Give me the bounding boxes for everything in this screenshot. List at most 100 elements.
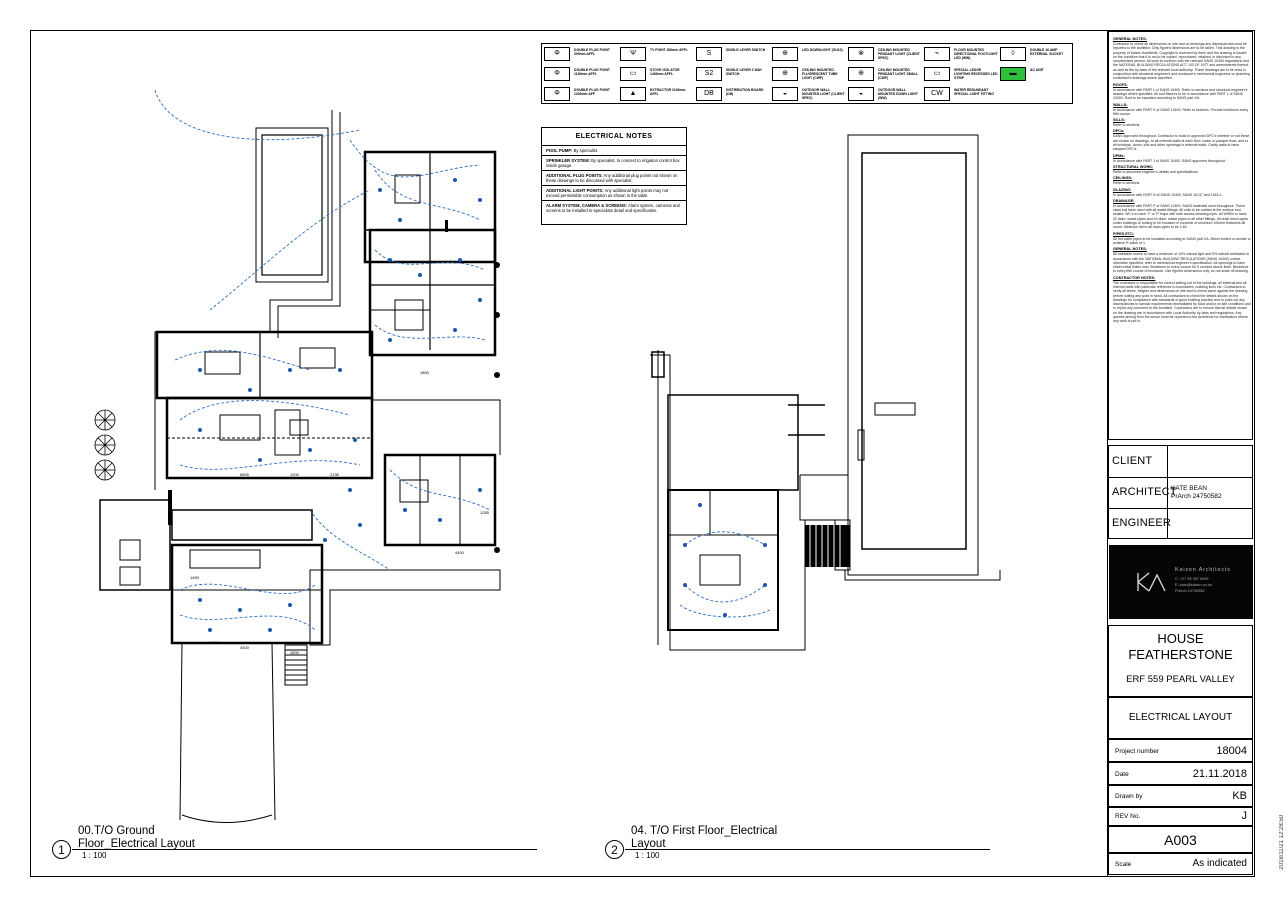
ground-floor-plan [94, 89, 501, 823]
general-notes: GENERAL NOTES:Contractor to check all di… [1113, 35, 1251, 440]
legend-label: CEILING MOUNTED FLUORESCENT TUBE LIGHT (… [802, 68, 838, 80]
rev-row: REV No. J [1108, 807, 1253, 826]
legend-item: ▲ EXTRACTOR 2100mm AFFL [618, 84, 694, 104]
legend-item: ⌁FLOOR MOUNTED DIRECTIONAL FOOTLIGHT LED… [922, 44, 998, 64]
legend-symbol-icon: S2 [696, 67, 722, 81]
dimension-label: 2135 [330, 472, 339, 477]
electrical-note: ADDITIONAL PLUG POINTS: Any additional p… [542, 171, 686, 186]
date-row: Date 21.11.2018 [1108, 762, 1253, 785]
legend-item: ⊕ LED DOWNLIGHT (GU10) [770, 44, 846, 64]
general-note-heading: DPMs: [1113, 153, 1125, 158]
firm-contact-phone: C: +27 83 357 8499 [1175, 577, 1209, 581]
legend-item: ⊗CEILING MOUNTED PENDANT LIGHT (CLIENT S… [846, 44, 922, 64]
client-label: CLIENT [1112, 455, 1153, 467]
legend-label: DOUBLE 16 AMP EXTERNAL SOCKET [1030, 48, 1064, 56]
electrical-note: ADDITIONAL LIGHT POINTS: Any additional … [542, 186, 686, 201]
project-subtitle: ERF 559 PEARL VALLEY [1126, 674, 1235, 685]
electrical-notes-title: ELECTRICAL NOTES [542, 128, 686, 146]
project-title: HOUSE FEATHERSTONE [1109, 631, 1252, 663]
legend-label: WATER REDUNDANT SPECIAL LIGHT FITTING [954, 88, 994, 96]
legend-item: ▭SPECIAL LEDGE LIGHTING RECESSED LED STR… [922, 64, 998, 84]
drawn-by-value: KB [1232, 790, 1247, 802]
drawing-title: ELECTRICAL LAYOUT [1128, 712, 1233, 723]
view-title-2: 04. T/O First Floor_Electrical Layout [631, 825, 777, 851]
electrical-note-head: POOL PUMP: [546, 148, 573, 153]
legend-symbol-icon: ◒ [772, 87, 798, 101]
consultants-box: CLIENT ARCHITECT KATE BEAN PrArch 247505… [1108, 445, 1253, 539]
legend-item: DB DISTRIBUTION BOARD (DB) [694, 84, 770, 104]
engineer-label: ENGINEER [1112, 517, 1172, 529]
firm-contact-reg: PrArch 24750582 [1175, 589, 1205, 593]
dimension-label: 4400 [240, 645, 249, 650]
project-title-line1: HOUSE [1157, 631, 1204, 646]
drawn-by-label: Drawn by [1115, 793, 1143, 800]
legend-label: EXTRACTOR 2100mm AFFL [650, 88, 686, 96]
firm-logo-icon [1137, 572, 1166, 592]
rev-label: REV No. [1115, 813, 1141, 820]
legend-symbol-icon: ▲ [620, 87, 646, 101]
legend-item: Φ DOUBLE PLUG POINT 1200mm AFF [542, 84, 618, 104]
electrical-note-text: Any additional plug points not shown on … [546, 173, 678, 183]
dimension-label: 1450 [190, 575, 199, 580]
firm-logo-panel: Kaizen Architects C: +27 83 357 8499 E: … [1109, 545, 1253, 619]
scale-label: Scale [1115, 861, 1132, 868]
electrical-note-text: By specialist, to connect to irrigation … [546, 158, 680, 168]
legend-symbol-icon: ▬ [1000, 67, 1026, 81]
legend-symbol-icon: ▭ [924, 67, 950, 81]
drawing-title-box: ELECTRICAL LAYOUT [1108, 697, 1253, 739]
dimension-label: 1800 [420, 370, 429, 375]
general-note-text: Refer to sections. [1113, 181, 1141, 186]
general-note-heading: ROOFS: [1113, 82, 1128, 87]
general-note-text: In accordance with PART N of SANS 10400,… [1113, 192, 1223, 197]
architect-reg: PrArch 24750582 [1171, 493, 1222, 500]
drawing-sheet-border [30, 30, 1255, 877]
electrical-note: ALARM SYSTEM, CAMERA & SCREENS: Alarm sy… [542, 201, 686, 215]
general-note-text: The contractor is responsible for correc… [1113, 280, 1251, 324]
legend-item: ◊ DOUBLE 16 AMP EXTERNAL SOCKET [998, 44, 1074, 64]
view-number-2: 2 [605, 840, 624, 859]
project-number-label: Project number [1115, 748, 1160, 755]
legend-symbol-icon: CW [924, 87, 950, 101]
electrical-note-text: Any additional light points may not exce… [546, 188, 669, 198]
legend-item: ⊕CEILING MOUNTED PENDANT LIGHT SMALL (CW… [846, 64, 922, 84]
general-note-heading: WALLS: [1113, 102, 1128, 107]
electrical-notes: ELECTRICAL NOTES POOL PUMP: By specialis… [541, 127, 687, 225]
pool-outline [261, 134, 323, 276]
electrical-note-head: ALARM SYSTEM, CAMERA & SCREENS: [546, 203, 628, 208]
legend-label: SINGLE LEVER 2 WAY SWITCH [726, 68, 762, 76]
view-title-1-line1: 00.T/O Ground [78, 825, 155, 837]
general-note-text: All hot water pipes to be insulated acco… [1113, 236, 1251, 245]
legend-label: OUTDOOR WALL MOUNTED LIGHT (CLIENT SPEC) [802, 88, 845, 100]
legend-item: CW WATER REDUNDANT SPECIAL LIGHT FITTING [922, 84, 998, 104]
view-title-2-line1: 04. T/O First Floor_Electrical [631, 825, 778, 837]
legend-symbol-icon: ◊ [1000, 47, 1026, 61]
general-note-heading: GENERAL NOTES: [1113, 247, 1147, 252]
legend-symbol-icon: ⌁ [924, 47, 950, 61]
dimension-label: 1200 [290, 472, 299, 477]
legend-symbol-icon: ⊕ [772, 47, 798, 61]
legend-label: DOUBLE PLUG POINT 1200mm AFF [574, 88, 610, 96]
scale-value: As indicated [1192, 858, 1247, 869]
legend-label: LED DOWNLIGHT (GU10) [802, 48, 843, 52]
legend-label: CEILING MOUNTED PENDANT LIGHT SMALL (CWF… [878, 68, 919, 80]
first-floor-plan [650, 134, 1001, 651]
electrical-note-text: Alarm system, cameras and screens to be … [546, 203, 680, 213]
legend-symbol-icon: Φ [544, 87, 570, 101]
electrical-note-head: SPRINKLER SYSTEM: [546, 158, 590, 163]
general-note-heading: GENERAL NOTES: [1113, 37, 1147, 41]
legend-label: DISTRIBUTION BOARD (DB) [726, 88, 764, 96]
electrical-note-head: ADDITIONAL LIGHT POINTS: [546, 188, 604, 193]
rev-value: J [1241, 810, 1248, 822]
general-note-text: Refer to sections. [1113, 123, 1141, 128]
sheet-number: A003 [1164, 832, 1197, 848]
legend-label: DOUBLE PLUG POINT 1100mm AFFL [574, 68, 610, 76]
legend-symbol-icon: Φ [544, 47, 570, 61]
legend-symbol-icon: DB [696, 87, 722, 101]
general-note-text: In accordance with PART L of SANS 10400.… [1113, 87, 1248, 101]
general-note-heading: DPCs: [1113, 129, 1125, 134]
firm-name: Kaizen Architects [1175, 567, 1231, 573]
view-title-1: 00.T/O Ground Floor_Electrical Layout [78, 825, 195, 851]
